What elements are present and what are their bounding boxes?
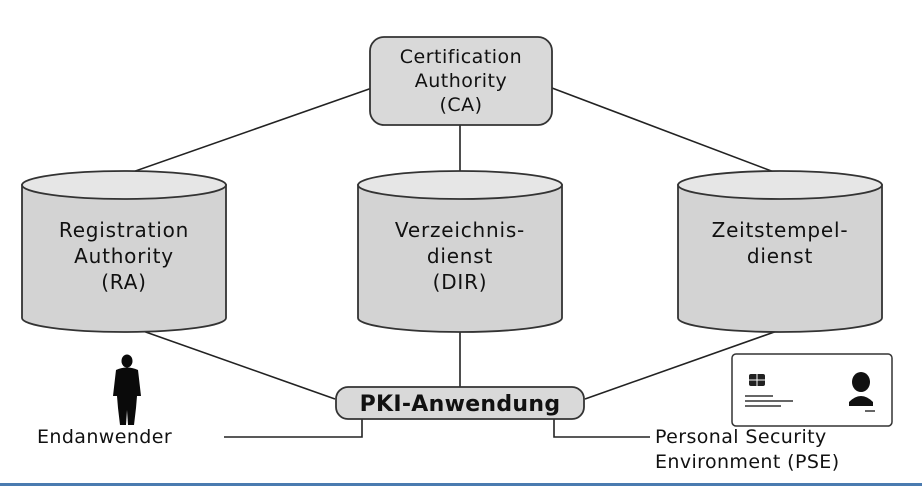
connector-enduser-pki (224, 418, 363, 438)
ca-label-line2: Authority (415, 70, 507, 92)
ca-label-line3: (CA) (439, 94, 482, 116)
dir-label-line3: (DIR) (433, 270, 488, 294)
ca-label-line1: Certification (400, 46, 522, 68)
pse-label-line1: Personal Security (655, 426, 827, 448)
enduser-label: Endanwender (37, 426, 172, 448)
ts-label-line1: Zeitstempel- (712, 218, 849, 242)
ra-label-line2: Authority (74, 244, 174, 268)
connectors (123, 87, 783, 438)
ts-label-line2: dienst (747, 244, 813, 268)
dir-label-line1: Verzeichnis- (395, 218, 525, 242)
ca-node: Certification Authority (CA) (369, 36, 553, 126)
smart-card-icon (731, 353, 893, 427)
ra-label-line1: Registration (59, 218, 189, 242)
dir-label-line2: dienst (427, 244, 493, 268)
ra-label-line3: (RA) (101, 270, 147, 294)
connector-pse-pki (553, 418, 650, 438)
pki-label: PKI-Anwendung (360, 392, 561, 417)
connector-ra-pki (139, 329, 336, 400)
bottom-rule (0, 483, 922, 486)
ts-cylinder: Zeitstempel- dienst (677, 170, 883, 333)
pki-node: PKI-Anwendung (335, 386, 585, 420)
connector-ca-ts (551, 87, 783, 176)
ra-cylinder: Registration Authority (RA) (21, 170, 227, 333)
dir-cylinder: Verzeichnis- dienst (DIR) (357, 170, 563, 333)
person-silhouette-icon (113, 354, 141, 425)
pse-label-line2: Environment (PSE) (655, 451, 840, 473)
connector-ca-ra (123, 87, 373, 176)
connector-ts-pki (584, 329, 781, 400)
